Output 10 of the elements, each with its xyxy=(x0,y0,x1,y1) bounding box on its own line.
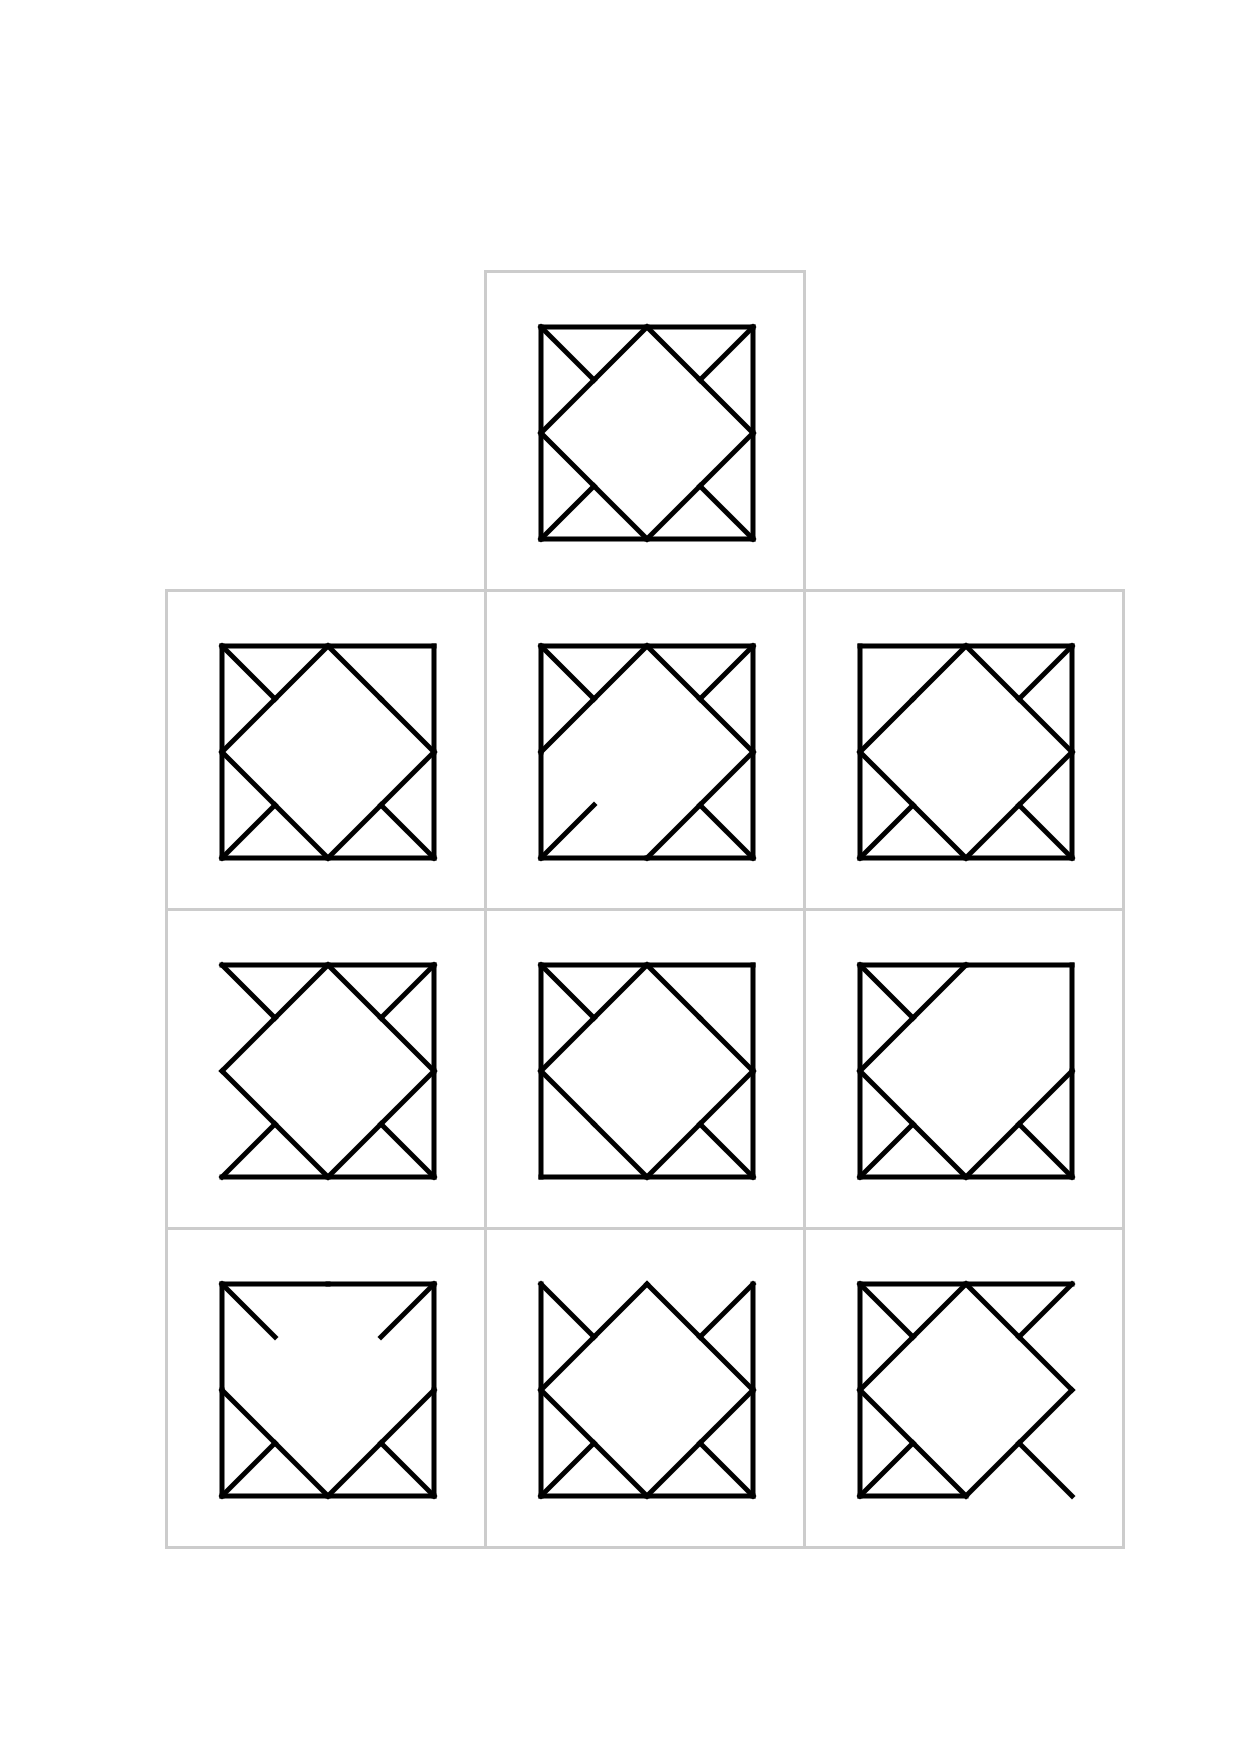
line-figure-drawing xyxy=(537,323,757,543)
line-figure-drawing xyxy=(856,642,1076,862)
line-figure-drawing xyxy=(537,642,757,862)
line-figure-drawing xyxy=(218,961,438,1181)
line-figure-drawing xyxy=(856,1280,1076,1500)
line-figure-drawing xyxy=(537,1280,757,1500)
line-figure-drawing xyxy=(856,961,1076,1181)
line-figure-drawing xyxy=(218,1280,438,1500)
line-figure-drawing xyxy=(537,961,757,1181)
line-figure-drawing xyxy=(218,642,438,862)
